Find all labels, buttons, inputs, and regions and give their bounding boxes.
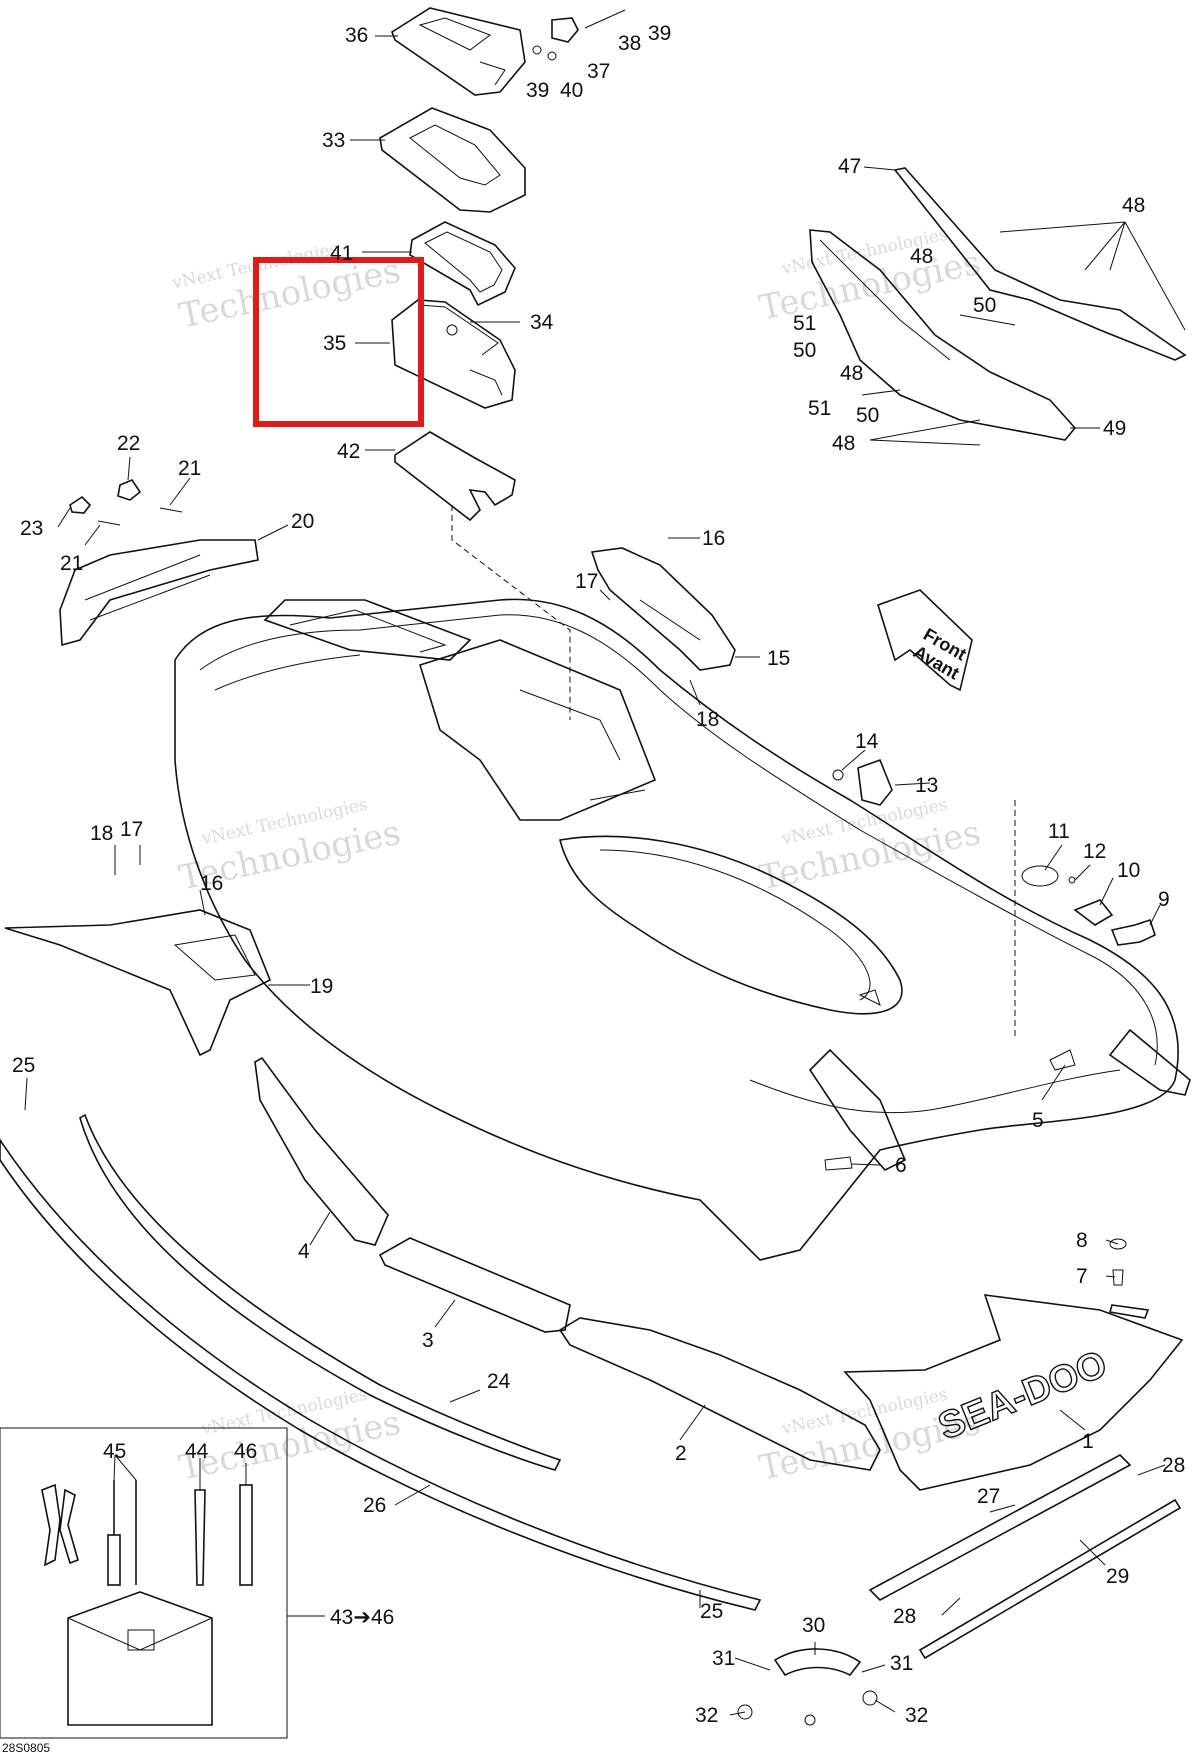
trim-strip-26 [0, 1138, 762, 1611]
callout-20: 20 [291, 510, 314, 533]
gasket-42 [394, 431, 516, 522]
callout-51: 51 [793, 312, 816, 335]
callout-50: 50 [973, 294, 996, 317]
storage-bezel-33 [379, 107, 526, 213]
callout-25: 25 [12, 1054, 35, 1077]
tool-kit-box [0, 1427, 288, 1739]
callout-30: 30 [802, 1614, 825, 1637]
callout-25: 25 [700, 1600, 723, 1623]
leader-lines [24, 35, 1186, 1716]
callout-22: 22 [117, 432, 140, 455]
callout-21: 21 [178, 457, 201, 480]
callout-1: 1 [1082, 1430, 1094, 1453]
callout-48: 48 [1122, 194, 1145, 217]
callout-50: 50 [856, 404, 879, 427]
deflector-15 [590, 547, 736, 671]
trim-strip-24 [79, 1113, 562, 1471]
callout-39: 39 [648, 22, 671, 45]
highlight-box-35 [253, 257, 424, 427]
callout-11: 11 [1048, 820, 1070, 843]
decal-1: SEA-DOO [843, 1294, 1184, 1491]
callout-23: 23 [20, 517, 43, 540]
callout-13: 13 [915, 774, 938, 797]
callout-26: 26 [363, 1494, 386, 1517]
callout-8: 8 [1076, 1229, 1088, 1252]
front-arrow: Front Avant [877, 589, 973, 692]
callout-44: 44 [185, 1440, 209, 1463]
callout-40: 40 [560, 79, 583, 102]
callout-16: 16 [200, 872, 223, 895]
fasteners-21-23 [69, 479, 183, 526]
mat-3 [378, 1237, 571, 1333]
callout-46: 46 [234, 1440, 257, 1463]
callout-18: 18 [90, 822, 113, 845]
callout-31: 31 [712, 1647, 735, 1670]
callout-24: 24 [487, 1370, 511, 1393]
callout-34: 34 [530, 311, 554, 334]
pin-7-8 [1108, 1238, 1150, 1319]
callout-32: 32 [695, 1704, 718, 1727]
vent-19 [4, 909, 272, 1057]
kit-label: 43➔46 [330, 1606, 394, 1629]
callout-17: 17 [120, 818, 143, 841]
callout-numbers: 36 38 39 39 40 37 33 41 35 34 42 47 48 4… [12, 22, 1185, 1727]
side-panel-47-49 [809, 167, 1187, 441]
callout-19: 19 [310, 975, 333, 998]
storage-bin-35 [391, 299, 516, 409]
callout-50: 50 [793, 339, 816, 362]
callout-10: 10 [1117, 859, 1140, 882]
callout-28: 28 [1162, 1454, 1185, 1477]
callout-4: 4 [298, 1240, 310, 1263]
callout-15: 15 [767, 647, 790, 670]
callout-48: 48 [910, 245, 933, 268]
mat-2 [558, 1317, 881, 1471]
callout-12: 12 [1083, 840, 1106, 863]
callout-21: 21 [60, 552, 83, 575]
callout-5: 5 [1032, 1109, 1044, 1132]
fittings-9-12 [1021, 865, 1156, 946]
hull-deck [174, 598, 1191, 1261]
callout-41: 41 [330, 242, 353, 265]
latch-37-38 [532, 9, 626, 61]
callout-36: 36 [345, 24, 368, 47]
callout-45: 45 [103, 1440, 126, 1463]
bracket-13 [832, 758, 893, 806]
callout-37: 37 [587, 60, 610, 83]
callout-28: 28 [893, 1605, 916, 1628]
mat-4 [254, 1056, 389, 1246]
callout-2: 2 [675, 1442, 687, 1465]
handle-20 [59, 539, 259, 647]
gasket-41 [409, 221, 516, 307]
callout-17: 17 [575, 570, 598, 593]
callout-51: 51 [808, 397, 831, 420]
callout-9: 9 [1158, 888, 1170, 911]
callout-48: 48 [840, 362, 863, 385]
callout-29: 29 [1106, 1565, 1129, 1588]
callout-3: 3 [422, 1329, 434, 1352]
callout-33: 33 [322, 129, 345, 152]
callout-47: 47 [838, 155, 861, 178]
callout-32: 32 [905, 1704, 928, 1727]
callout-38: 38 [618, 32, 641, 55]
callout-6: 6 [895, 1154, 907, 1177]
callout-18: 18 [696, 708, 719, 731]
callout-49: 49 [1103, 417, 1126, 440]
storage-cover-36 [391, 7, 526, 96]
callout-14: 14 [855, 730, 879, 753]
callout-7: 7 [1076, 1265, 1088, 1288]
bow-eye-30 [737, 1648, 878, 1726]
callout-48: 48 [832, 432, 855, 455]
callout-42: 42 [337, 440, 360, 463]
install-line [451, 505, 571, 720]
callout-39: 39 [526, 79, 549, 102]
callout-16: 16 [702, 527, 725, 550]
reference-code: 28S0805 [2, 1741, 50, 1755]
callout-31: 31 [890, 1652, 913, 1675]
callout-27: 27 [977, 1485, 1000, 1508]
callout-35: 35 [323, 332, 346, 355]
